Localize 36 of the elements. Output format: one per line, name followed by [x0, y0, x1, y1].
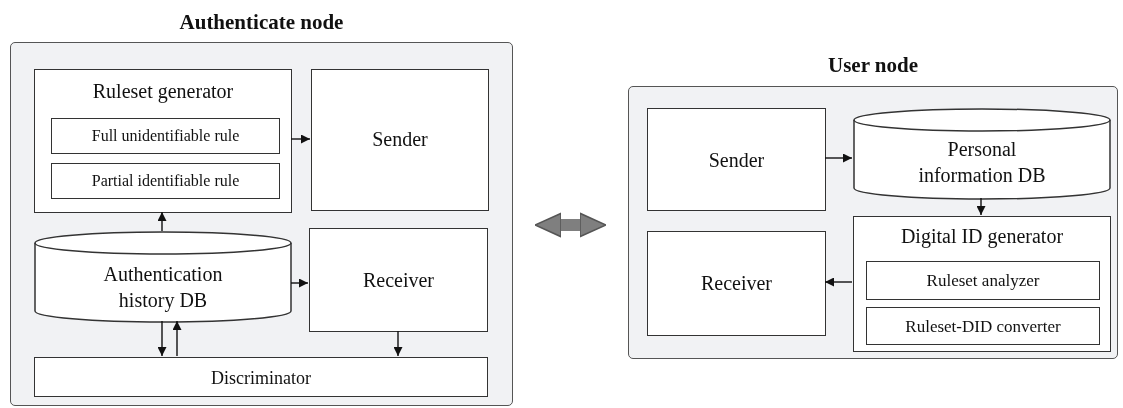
component-label: Receiver [361, 268, 436, 293]
component-label: Ruleset analyzer [925, 270, 1041, 292]
component-label: Ruleset-DID converter [904, 316, 1062, 338]
arrow [393, 330, 403, 357]
arrow [290, 134, 311, 144]
component-box [51, 163, 280, 199]
arrow [824, 153, 853, 163]
component-box [34, 69, 292, 213]
component-label: Authentication history DB [102, 262, 224, 313]
component-box [311, 69, 489, 211]
arrow [172, 320, 182, 357]
component-box [866, 261, 1100, 300]
component-box [647, 231, 826, 336]
group-heading: Authenticate node [178, 10, 345, 35]
arrow [157, 320, 167, 357]
component-label: Full unidentifiable rule [90, 126, 241, 146]
component-label: Personal information DB [917, 137, 1047, 188]
component-label: Partial identifiable rule [90, 171, 241, 191]
arrow [290, 278, 309, 288]
component-label: Receiver [699, 271, 774, 296]
component-label: Sender [371, 127, 429, 152]
component-box [309, 228, 488, 332]
component-label: Sender [707, 148, 766, 173]
arrow [824, 277, 853, 287]
component-label: Discriminator [210, 367, 312, 390]
component-box [51, 118, 280, 154]
component-box [853, 216, 1111, 352]
component-label: Digital ID generator [899, 224, 1065, 249]
component-box [866, 307, 1100, 345]
component-box [34, 357, 488, 397]
double-arrow [534, 212, 607, 238]
component-label: Ruleset generator [91, 79, 235, 104]
component-box [647, 108, 826, 211]
arrow [157, 211, 167, 232]
arrow [976, 197, 986, 216]
group-heading: User node [827, 53, 919, 78]
